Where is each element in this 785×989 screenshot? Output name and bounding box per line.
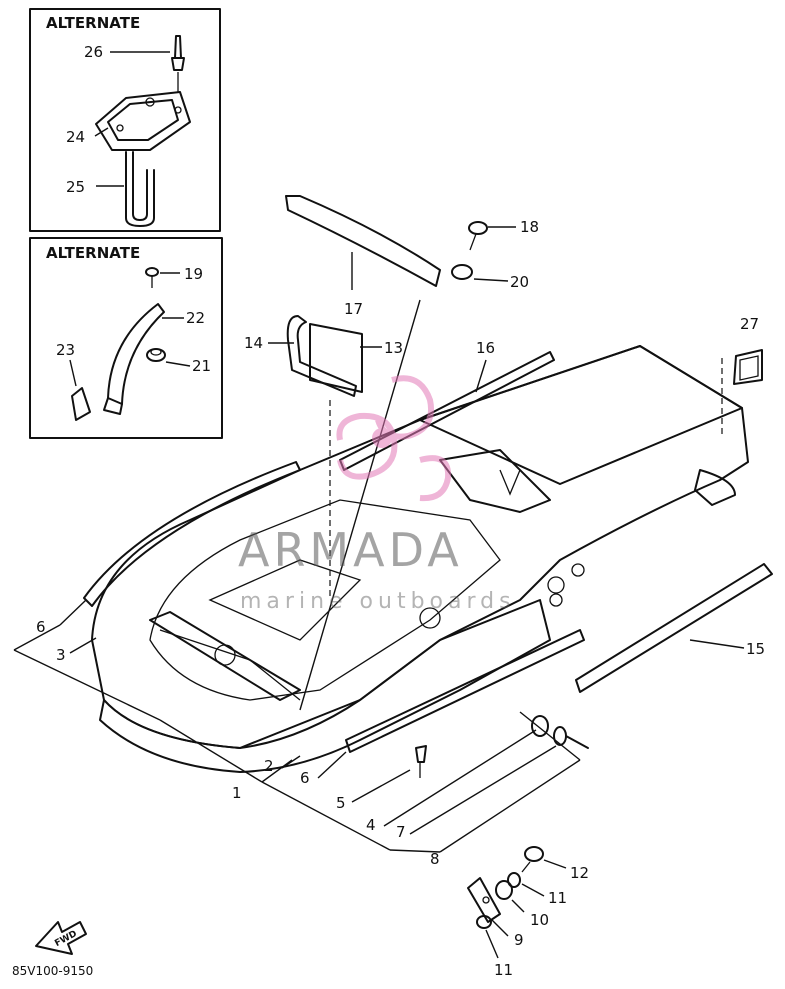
label-16: 16 [476,339,495,357]
bolt-12-drawing [521,846,544,873]
bolt-18-drawing [468,221,488,251]
label-23: 23 [56,341,75,359]
pad-13-drawing [309,323,363,393]
hull-side-skirt [99,599,551,773]
inset-frame-bottom [29,237,223,439]
label-14: 14 [244,334,263,352]
inset-frame-top [29,8,221,232]
washer-4-drawing [531,715,549,737]
bolt-26-drawing [171,35,185,92]
inset-title-top: ALTERNATE [46,14,140,32]
label-19: 19 [184,265,203,283]
label-15: 15 [746,640,765,658]
washer-11a-drawing [507,872,521,888]
label-2: 2 [264,757,274,775]
strap-22-drawing [103,303,165,415]
label-11-lower: 11 [494,961,513,979]
screw-19-drawing [145,267,159,288]
handle-14-drawing [286,315,357,397]
fastener-5-drawing [415,745,427,778]
label-21: 21 [192,357,211,375]
label-4: 4 [366,816,376,834]
watermark-brand: ARMADA [238,523,463,577]
label-10: 10 [530,911,549,929]
label-3: 3 [56,646,66,664]
label-26: 26 [84,43,103,61]
label-20: 20 [510,273,529,291]
label-13: 13 [384,339,403,357]
label-11-upper: 11 [548,889,567,907]
strip-15-drawing [575,563,773,693]
nut-21-drawing [146,348,166,362]
grommet-20-drawing [451,264,473,280]
label-5: 5 [336,794,346,812]
label-27: 27 [740,315,759,333]
collar-10-drawing [495,880,513,900]
pad-23-drawing [71,387,91,421]
rail-6-right-drawing [345,629,585,753]
label-25: 25 [66,178,85,196]
label-9: 9 [514,931,524,949]
callout-leaders [13,599,581,959]
plate-27-drawing [733,349,763,385]
label-7: 7 [396,823,406,841]
fwd-label: FWD [53,929,78,949]
inset-title-bottom: ALTERNATE [46,244,140,262]
bracket-9-drawing [467,877,501,923]
watermark-tagline: marine outboards [240,589,516,614]
deck-plate [419,345,743,485]
inset-alternate-bottom: ALTERNATE 19 22 23 21 [29,237,223,439]
label-12: 12 [570,864,589,882]
rail-6-left-drawing [83,461,301,607]
label-24: 24 [66,128,85,146]
fwd-direction-badge: FWD [35,921,87,955]
label-22: 22 [186,309,205,327]
label-1: 1 [232,784,242,802]
pin-7-drawing [553,726,589,749]
label-18: 18 [520,218,539,236]
label-6-left: 6 [36,618,46,636]
seat-back-17-drawing [285,195,441,287]
diagram-code: 85V100-9150 [12,964,93,978]
hull-assembly-drawing [91,345,749,773]
bracket-24-drawing [95,91,191,151]
watermark-logo-mark [336,375,452,502]
label-17: 17 [344,300,363,318]
washer-11b-drawing [476,915,492,929]
watermark: ARMADA marine outboards [238,375,516,614]
label-8: 8 [430,850,440,868]
u-bolt-25-drawing [125,151,155,227]
callout-numbers: 1 2 3 4 5 6 6 7 8 9 10 11 11 12 13 14 15… [36,218,765,979]
inset-alternate-top: ALTERNATE 26 24 25 [29,8,221,232]
label-6-right: 6 [300,769,310,787]
